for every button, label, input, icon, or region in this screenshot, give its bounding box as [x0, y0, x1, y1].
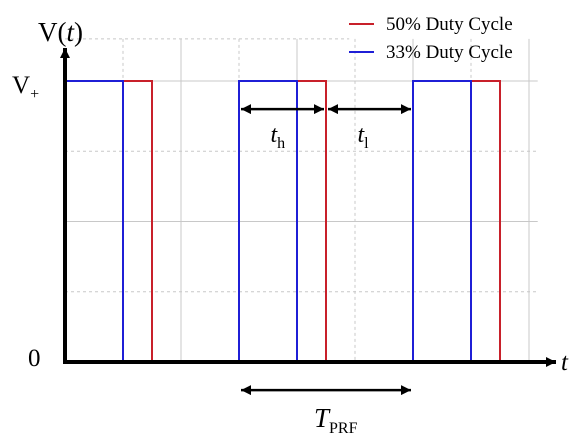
annotation-label-2: TPRF	[314, 403, 358, 435]
y-axis-label: V(t)	[38, 17, 83, 47]
series-line-0	[65, 80, 535, 363]
y-tick-low: 0	[28, 345, 41, 372]
series-group	[65, 80, 535, 363]
y-tick-high: V+	[12, 72, 39, 103]
annotation-label-0: th	[271, 122, 286, 152]
legend: 50% Duty Cycle 33% Duty Cycle	[349, 14, 513, 63]
legend-label-33: 33% Duty Cycle	[386, 42, 513, 63]
series-line-1	[65, 80, 535, 363]
grid-lines	[65, 38, 538, 362]
legend-label-50: 50% Duty Cycle	[386, 14, 513, 35]
axes	[60, 48, 556, 367]
x-axis-label: t	[561, 349, 569, 376]
annotation-label-1: tl	[358, 122, 370, 152]
